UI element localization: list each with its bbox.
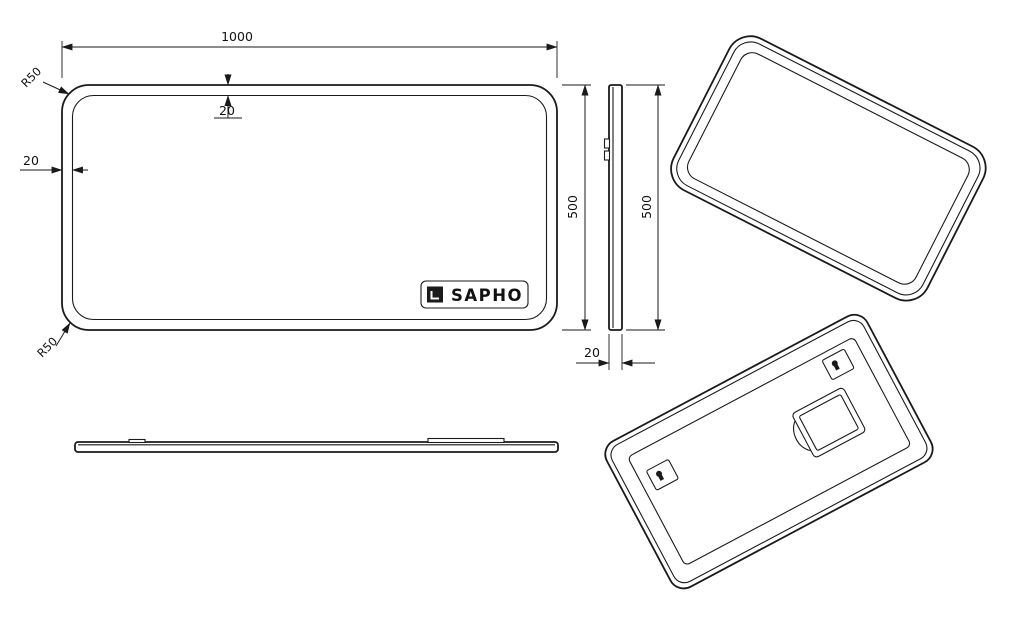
mounting-bracket	[822, 348, 855, 380]
leader-line	[42, 81, 70, 95]
dim-height-side: 500	[626, 84, 665, 331]
logo-text: SAPHO	[451, 286, 523, 305]
keyhole-slot	[658, 474, 665, 481]
dim-radius-bottom: R50	[34, 322, 71, 360]
logo-border	[420, 280, 529, 309]
mounting-clip	[603, 150, 611, 161]
mounting-bracket	[646, 459, 679, 491]
bottom-detail-rail	[427, 437, 505, 444]
bracket-plate	[646, 459, 679, 491]
dim-thickness: 20	[576, 334, 655, 370]
logo-icon-glyph	[430, 291, 439, 300]
dim-radius-top: R50	[18, 64, 70, 95]
radius-bottom-label: R50	[34, 334, 60, 360]
mounting-clip	[603, 138, 611, 149]
junction-box	[792, 387, 866, 458]
side-profile-outline	[608, 84, 623, 331]
perspective-inner-frame	[686, 52, 970, 285]
perspective-edge-line	[676, 41, 981, 296]
logo-plate: SAPHO	[420, 280, 529, 309]
dim-border-top: 20	[214, 74, 242, 119]
mirror-inner-frame-outline	[71, 94, 548, 321]
side-view: 500 20	[576, 84, 665, 370]
bottom-detail-clip	[128, 438, 146, 444]
perspective-back-view	[604, 313, 934, 590]
dim-width-label: 1000	[221, 29, 253, 44]
leader-line	[55, 322, 71, 347]
logo-icon	[427, 286, 443, 303]
bracket-plate	[822, 348, 855, 380]
dim-thickness-label: 20	[584, 345, 600, 360]
keyhole-slot	[833, 364, 840, 371]
dim-border-top-label: 20	[219, 103, 235, 118]
dim-height-front: 500	[562, 84, 591, 331]
bottom-profile-outline	[74, 441, 559, 453]
back-recessed-panel	[628, 338, 911, 565]
junction-box-cover	[799, 394, 859, 451]
bottom-view	[74, 437, 559, 453]
dim-border-left: 20	[20, 153, 88, 174]
dim-width: 1000	[61, 29, 558, 78]
dim-border-left-label: 20	[23, 153, 39, 168]
perspective-outer-outline	[670, 35, 987, 302]
back-edge-line	[610, 319, 928, 584]
dim-height-side-label: 500	[639, 195, 654, 219]
front-view: 1000 500 20 20 R50 R	[18, 29, 591, 360]
dim-height-front-label: 500	[565, 195, 580, 219]
radius-top-label: R50	[18, 64, 44, 90]
perspective-front-view	[670, 35, 987, 302]
back-outer-outline	[604, 313, 934, 590]
mirror-outer-outline	[61, 84, 558, 331]
